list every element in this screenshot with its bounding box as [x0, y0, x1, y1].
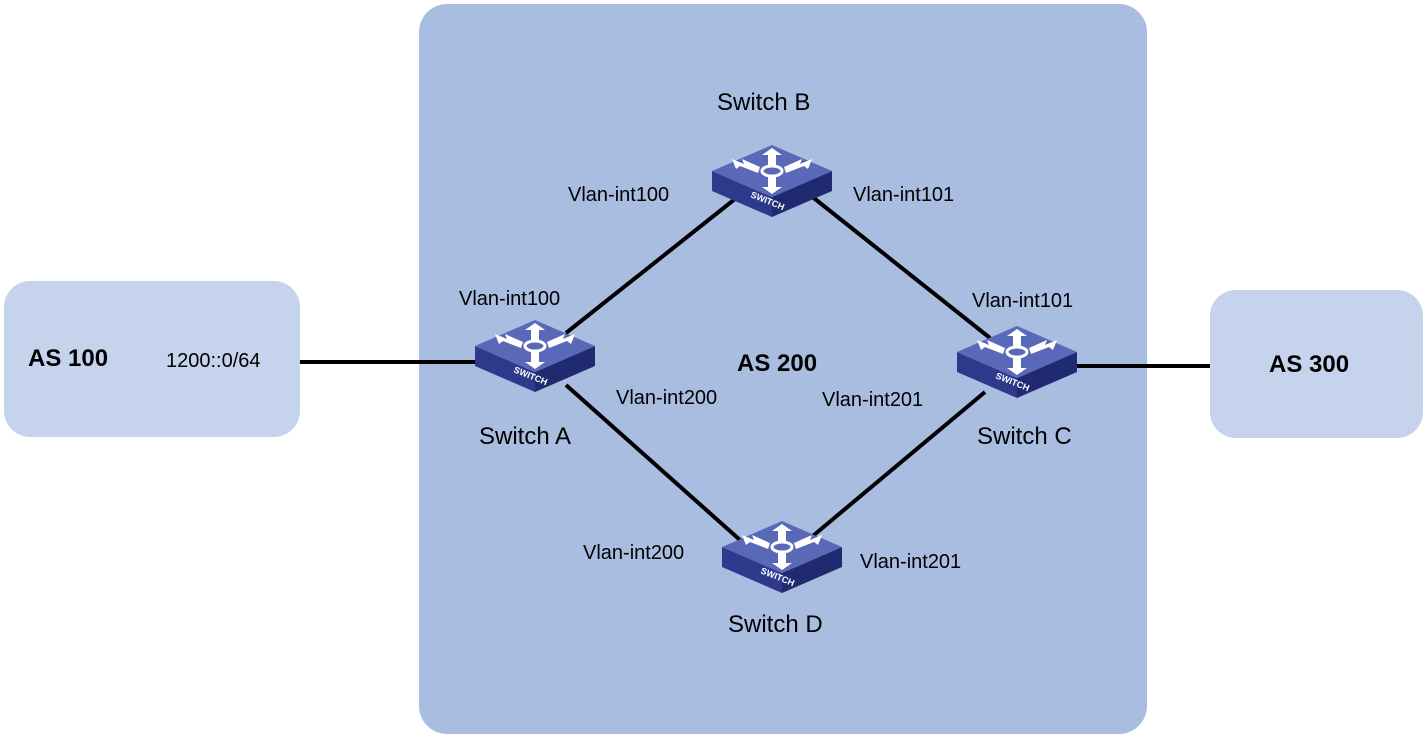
- as100-label: AS 100: [28, 345, 108, 372]
- switch-c-icon: SWITCH: [955, 324, 1079, 400]
- link-switch-d-switch-c: [806, 390, 987, 542]
- switch-d-label: Switch D: [728, 611, 823, 638]
- switch-a-label: Switch A: [479, 423, 571, 450]
- link-switch-a-switch-d: [564, 383, 742, 542]
- as100-prefix: 1200::0/64: [166, 350, 261, 372]
- interface-c-to-b: Vlan-int101: [972, 290, 1073, 312]
- interface-b-to-c: Vlan-int101: [853, 184, 954, 206]
- as300-label: AS 300: [1269, 351, 1349, 378]
- interface-b-to-a: Vlan-int100: [568, 184, 669, 206]
- as200-region: [419, 4, 1147, 734]
- switch-b-label: Switch B: [717, 89, 810, 116]
- interface-d-to-c: Vlan-int201: [860, 551, 961, 573]
- interface-a-to-b: Vlan-int100: [459, 288, 560, 310]
- switch-a-icon: SWITCH: [473, 318, 597, 394]
- switch-c-label: Switch C: [977, 423, 1072, 450]
- link-switch-a-switch-b: [564, 193, 742, 335]
- switch-d-icon: SWITCH: [720, 519, 844, 595]
- interface-c-to-d: Vlan-int201: [822, 389, 923, 411]
- link-switch-b-switch-c: [808, 193, 992, 340]
- interface-a-to-d: Vlan-int200: [616, 387, 717, 409]
- as300-box: [1210, 290, 1423, 438]
- as200-label: AS 200: [737, 350, 817, 377]
- as100-box: [4, 281, 300, 437]
- switch-b-icon: SWITCH: [710, 143, 834, 219]
- interface-d-to-a: Vlan-int200: [583, 542, 684, 564]
